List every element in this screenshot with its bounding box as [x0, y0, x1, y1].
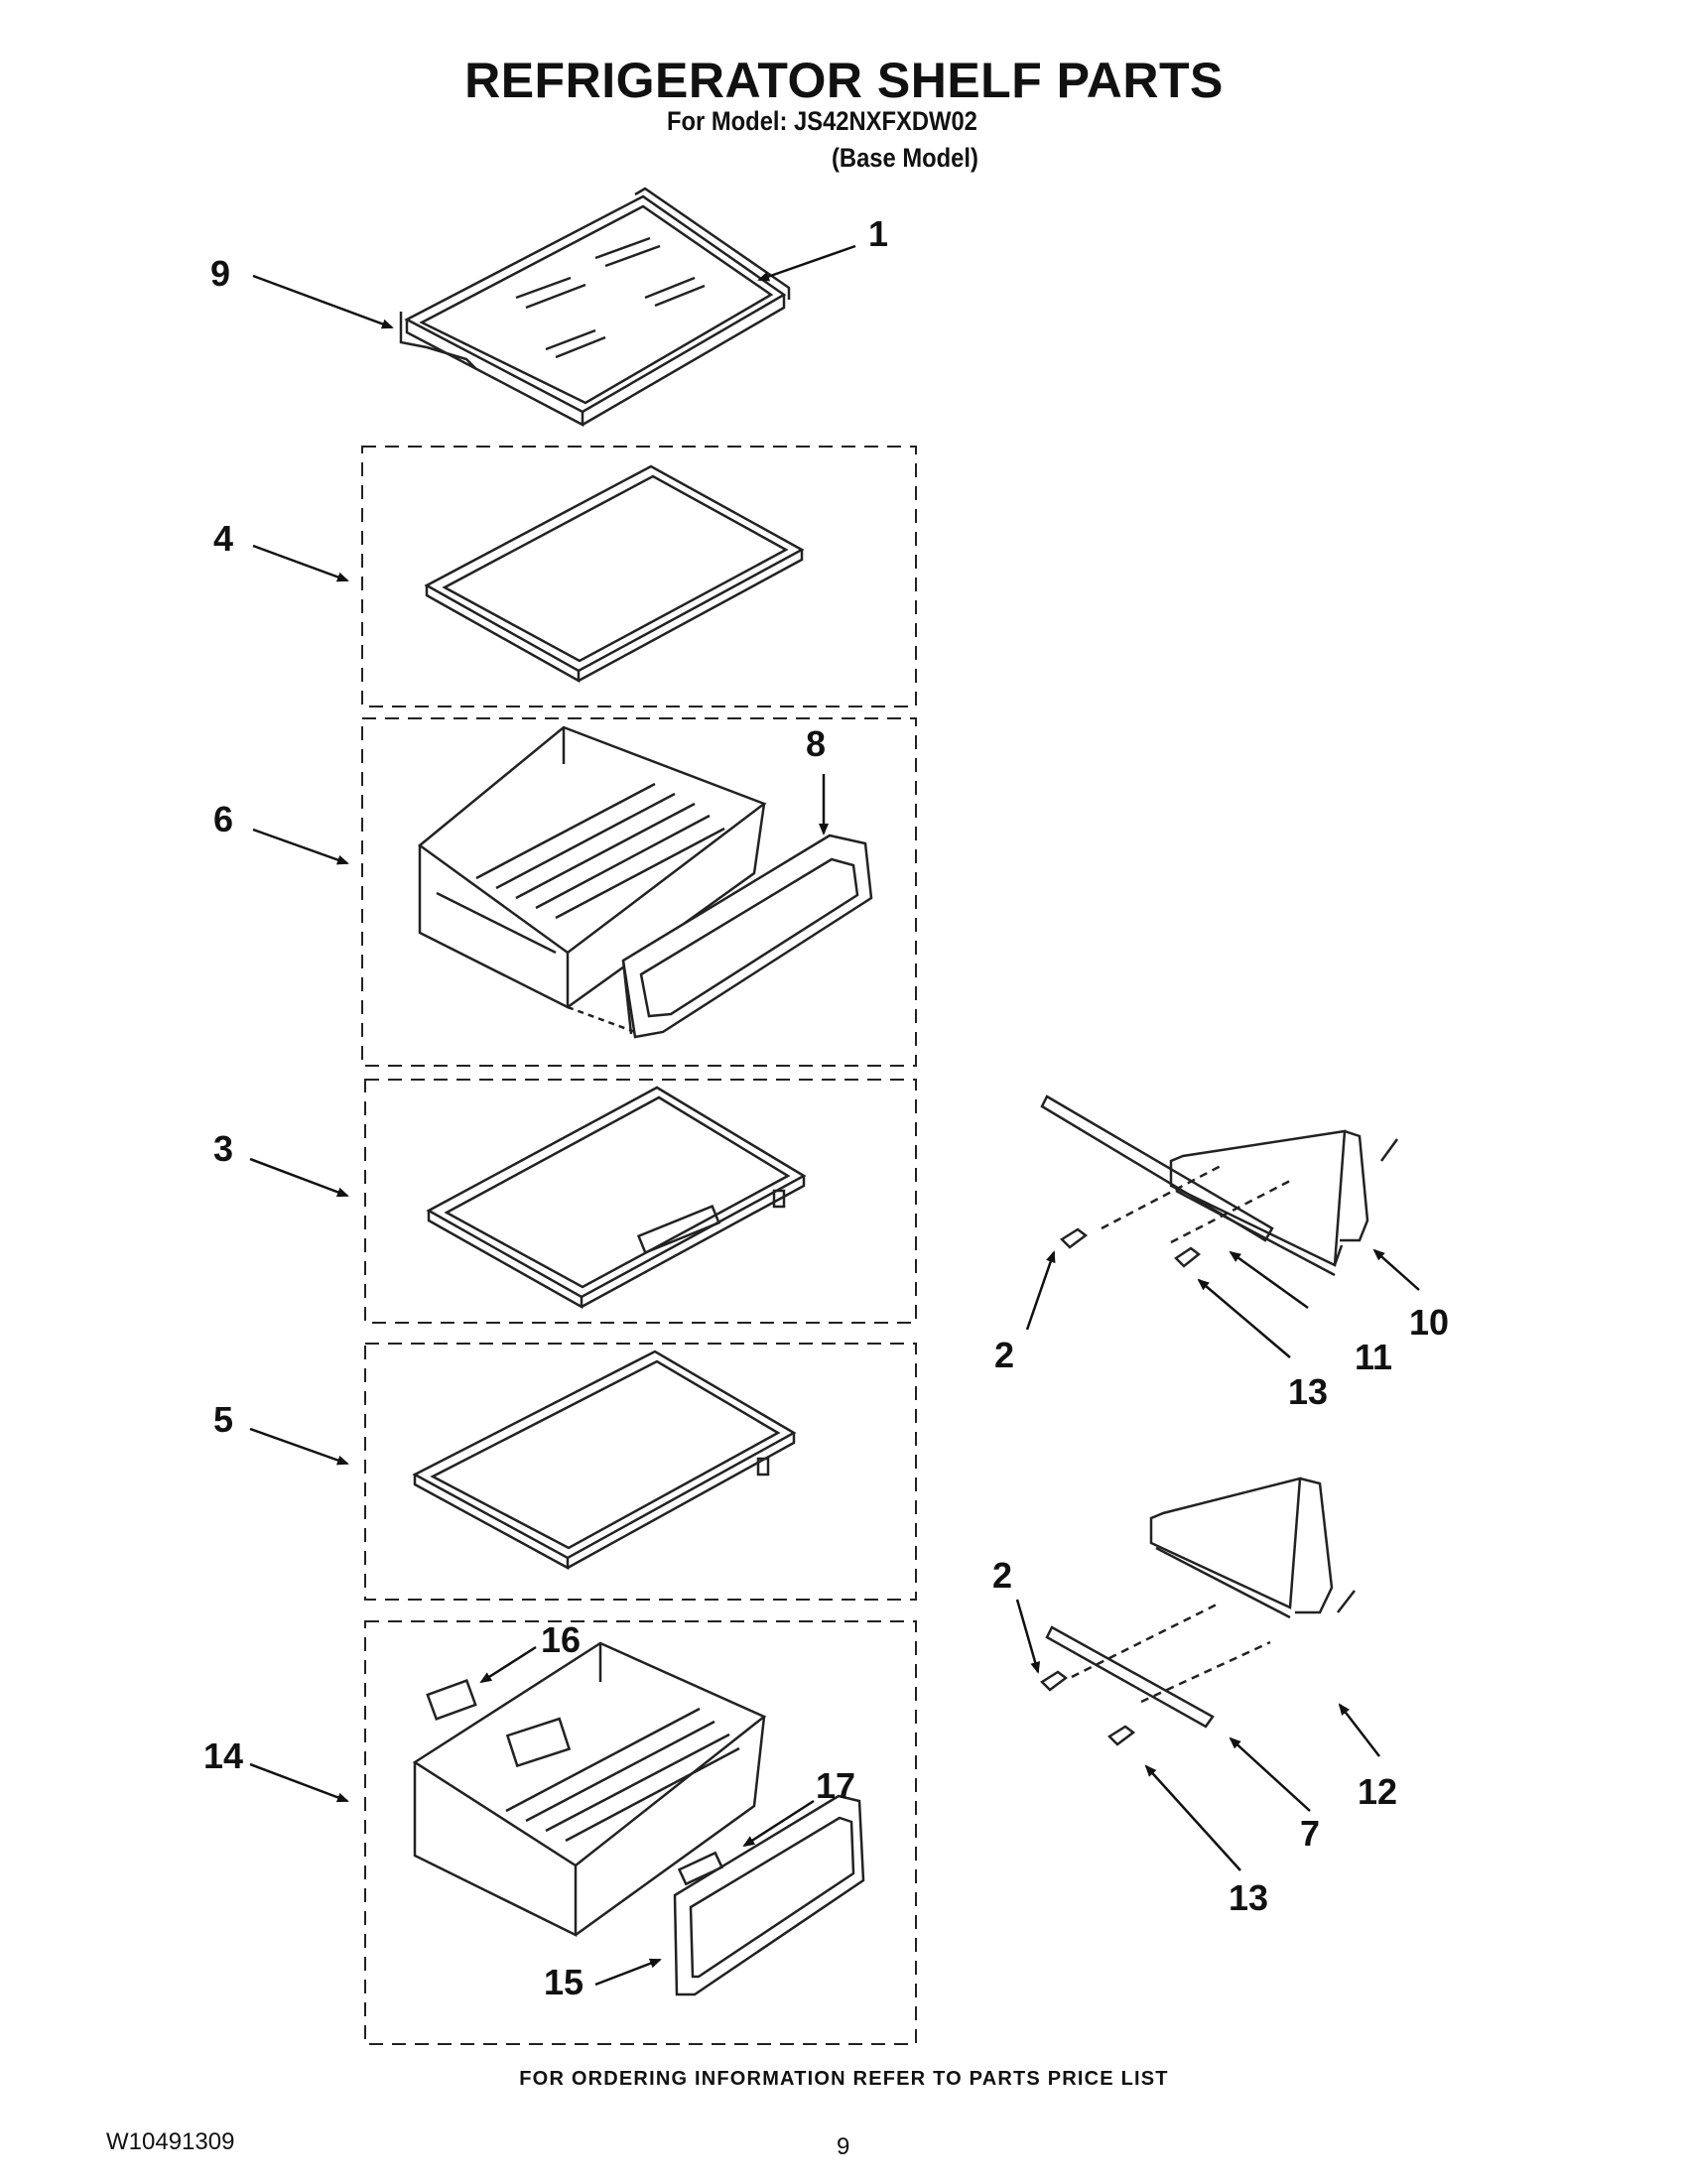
divider-assembly-lower	[1040, 1477, 1356, 1746]
glass-shelf-top	[399, 187, 791, 428]
callout-9: 9	[210, 253, 230, 294]
crisper-drawer-14	[412, 1641, 767, 1938]
pan-cover-8	[621, 834, 873, 1039]
page-number: 9	[837, 2133, 850, 2160]
callout-13-lower: 13	[1229, 1877, 1268, 1918]
document-number: W10491309	[106, 2128, 235, 2155]
callout-13-upper: 13	[1288, 1371, 1328, 1412]
callout-17: 17	[816, 1765, 855, 1806]
callout-14: 14	[203, 1735, 243, 1776]
group-box-pan-6	[361, 717, 917, 1067]
callout-16: 16	[541, 1619, 581, 1660]
callout-3: 3	[213, 1128, 233, 1169]
callout-labels: 9 1 4 6 8 3 5 14 16 17 15 2 10 11 13 2 1…	[203, 213, 1449, 2002]
callout-leaders	[249, 244, 1420, 1987]
callout-7: 7	[1300, 1813, 1320, 1854]
callout-1: 1	[868, 213, 888, 254]
callout-4: 4	[213, 518, 233, 559]
glass-shelf-4	[424, 464, 805, 684]
page-title: REFRIGERATOR SHELF PARTS	[464, 53, 1224, 108]
callout-15: 15	[544, 1962, 584, 2002]
callout-11: 11	[1355, 1337, 1392, 1377]
ordering-footer: FOR ORDERING INFORMATION REFER TO PARTS …	[519, 2068, 1169, 2090]
group-box-shelf-5	[364, 1343, 917, 1601]
group-box-shelf-3	[364, 1079, 917, 1324]
callout-2-lower: 2	[992, 1555, 1012, 1596]
group-box-shelf-4	[361, 446, 917, 707]
glass-shelf-5	[412, 1349, 797, 1571]
callout-6: 6	[213, 799, 233, 839]
group-box-crisper-14	[364, 1620, 917, 2045]
crisper-cover-15	[673, 1794, 865, 1996]
divider-assembly-upper	[1040, 1094, 1399, 1277]
glass-shelf-3	[426, 1086, 807, 1310]
callout-5: 5	[213, 1399, 233, 1440]
callout-8: 8	[806, 723, 826, 764]
meat-pan-6	[417, 725, 767, 1034]
callout-12: 12	[1358, 1771, 1397, 1812]
model-line: For Model: JS42NXFXDW02	[667, 106, 977, 136]
callout-2-upper: 2	[994, 1335, 1014, 1375]
base-model-line: (Base Model)	[832, 143, 978, 173]
callout-10: 10	[1409, 1302, 1449, 1343]
